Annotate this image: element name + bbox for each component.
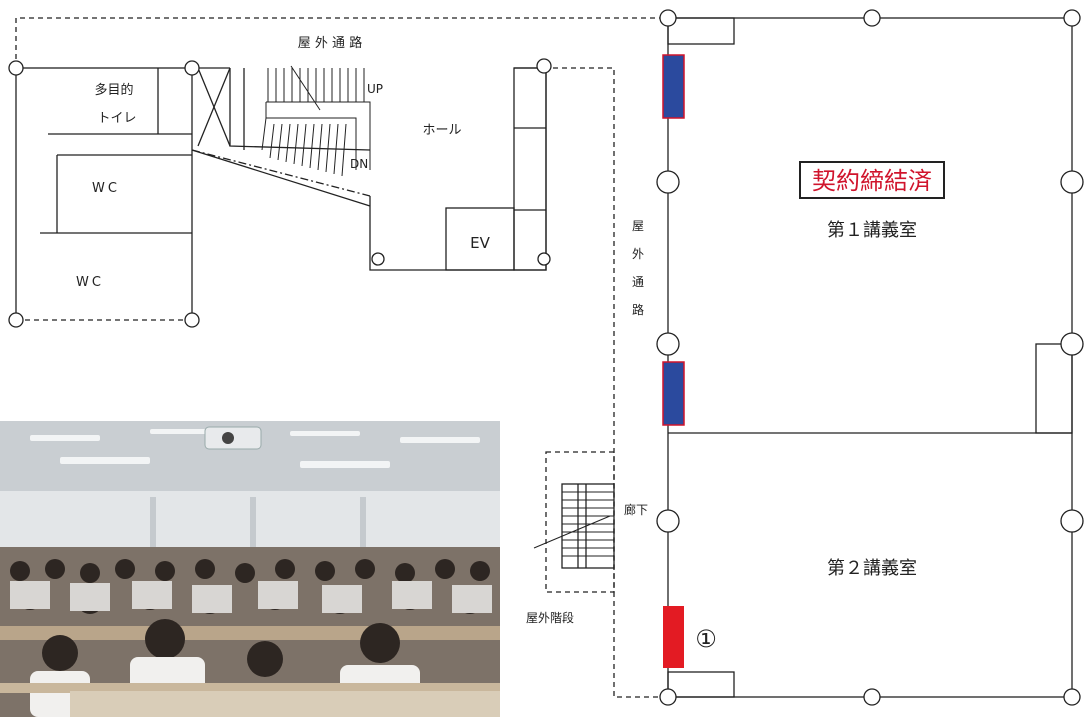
outdoor-passage-vertical-1: 屋 (632, 219, 644, 233)
blue-panel-bottom (662, 361, 685, 426)
elevator-label: EV (470, 234, 490, 252)
red-panel (663, 606, 684, 668)
wc-lower-label: WC (76, 275, 104, 290)
lecture-room-2-label: 第２講義室 (827, 558, 917, 579)
marker-1-label: ① (695, 625, 717, 653)
hall-label: ホール (422, 123, 461, 138)
multipurpose-toilet-line2: トイレ (97, 111, 136, 126)
outdoor-passage-vertical-2: 外 (632, 247, 644, 261)
stair-up-label: UP (367, 82, 383, 96)
outdoor-passage-vertical-4: 路 (632, 302, 644, 317)
outdoor-passage-vertical-3: 通 (632, 275, 644, 289)
column-markers (8, 9, 1084, 706)
lecture-hall-photo-drawing (0, 421, 500, 717)
multipurpose-toilet-line1: 多目的 (94, 82, 133, 98)
contract-badge-text: 契約締結済 (812, 167, 932, 195)
lecture-room-1-label: 第１講義室 (827, 220, 917, 241)
corridor-label: 廊下 (624, 502, 648, 517)
outdoor-passage-top-label: 屋 外 通 路 (298, 35, 362, 51)
stair-down-label: DN (350, 157, 368, 171)
contract-badge-box (799, 161, 945, 199)
blue-panel-top (662, 54, 685, 119)
lecture-hall-photo (0, 421, 500, 717)
wc-upper-label: WC (92, 181, 120, 196)
outdoor-stairs-label: 屋外階段 (526, 610, 574, 625)
